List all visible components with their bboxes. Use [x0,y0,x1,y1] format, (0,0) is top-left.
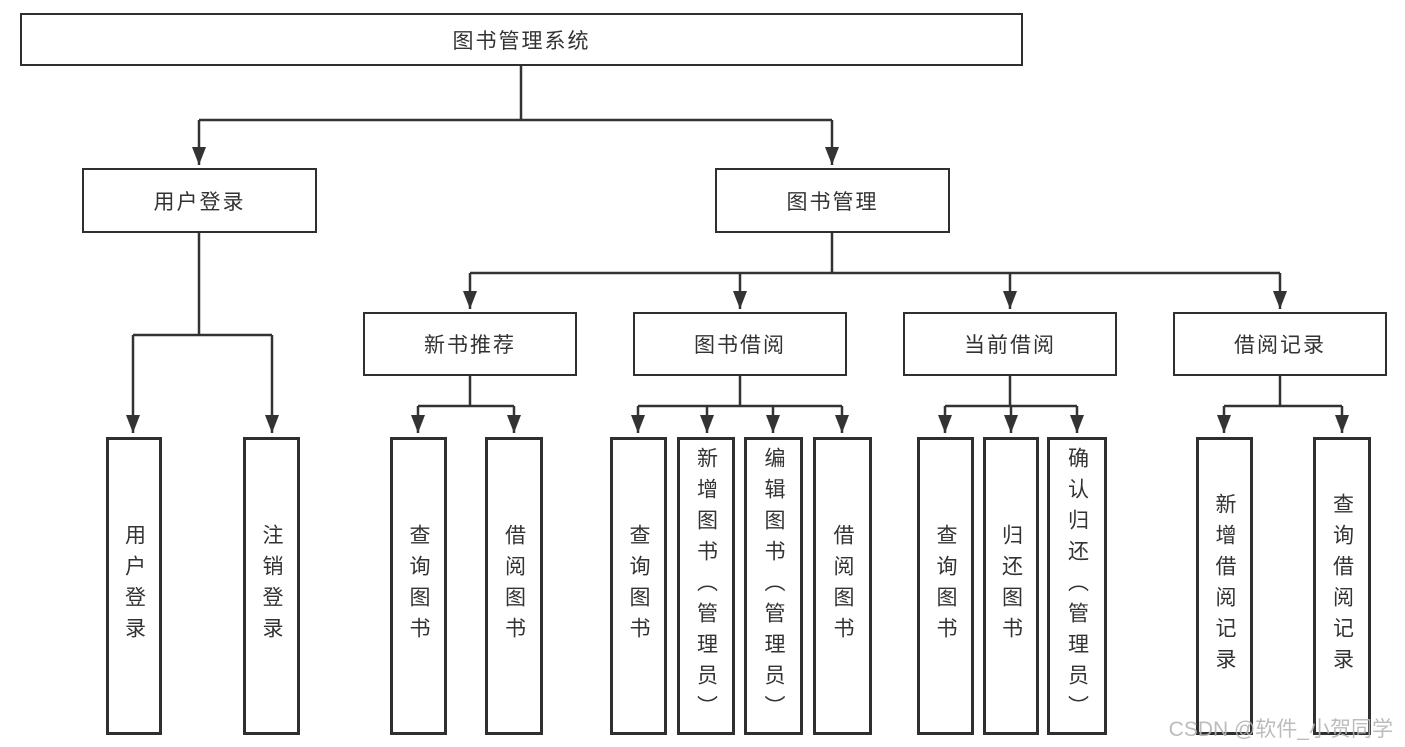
node-label: 当前借阅 [964,334,1056,357]
node-new-book-recommend: 新书推荐 [363,312,577,376]
leaf-logout: 注销登录 [243,437,300,735]
leaf-label: 归还图书 [999,524,1023,648]
leaf-label: 借阅图书 [831,524,854,648]
leaf-query-borrow-record: 查询借阅记录 [1313,437,1371,735]
node-label: 图书管理 [786,190,879,214]
node-book-borrowing: 图书借阅 [633,312,847,376]
leaf-query-books-2: 查询图书 [610,437,667,735]
node-label: 图书借阅 [694,334,786,357]
node-user-login: 用户登录 [82,168,317,233]
leaf-add-borrow-record: 新增借阅记录 [1196,437,1253,735]
leaf-label: 查询图书 [934,524,957,648]
leaf-add-book-admin: 新增图书（管理员） [677,437,735,735]
leaf-label: 新增图书（管理员） [694,446,718,726]
leaf-label: 查询图书 [627,524,650,648]
node-book-management: 图书管理 [715,168,950,233]
node-library-system: 图书管理系统 [20,13,1023,66]
leaf-return-book: 归还图书 [983,437,1039,735]
leaf-label: 查询借阅记录 [1330,493,1354,679]
node-current-borrowing: 当前借阅 [903,312,1117,376]
leaf-user-login: 用户登录 [106,437,162,735]
leaf-borrow-books-2: 借阅图书 [813,437,872,735]
leaf-borrow-books-1: 借阅图书 [485,437,543,735]
leaf-label: 编辑图书（管理员） [762,446,785,726]
node-label: 图书管理系统 [452,29,591,53]
leaf-label: 新增借阅记录 [1213,493,1236,679]
node-label: 新书推荐 [424,334,516,357]
node-label: 用户登录 [153,190,246,214]
leaf-query-books-1: 查询图书 [390,437,447,735]
leaf-label: 借阅图书 [502,524,526,648]
leaf-edit-book-admin: 编辑图书（管理员） [744,437,803,735]
node-label: 借阅记录 [1234,334,1326,357]
leaf-confirm-return-admin: 确认归还（管理员） [1047,437,1107,735]
node-borrow-records: 借阅记录 [1173,312,1387,376]
leaf-label: 注销登录 [260,524,283,648]
leaf-label: 用户登录 [122,524,146,648]
leaf-query-books-3: 查询图书 [917,437,974,735]
leaf-label: 确认归还（管理员） [1065,446,1089,726]
leaf-label: 查询图书 [407,524,430,648]
